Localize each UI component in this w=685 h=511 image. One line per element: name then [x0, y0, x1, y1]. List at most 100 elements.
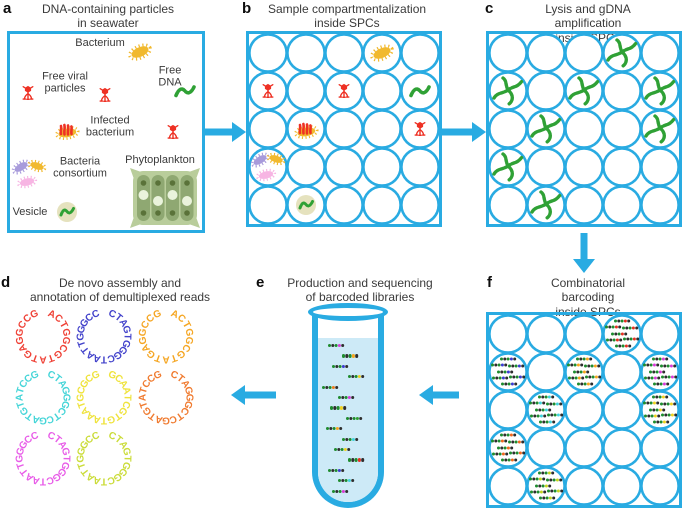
amplified-gdna-icon — [606, 38, 638, 68]
barcoded-fragment — [605, 325, 609, 329]
base-letter: A — [162, 353, 170, 365]
infected-bacterium-icon — [55, 123, 80, 141]
barcoded-fragment — [577, 382, 581, 386]
barcoded-fragment — [539, 496, 543, 500]
bacterium-icon — [128, 43, 152, 61]
amplified-gdna-icon — [568, 76, 600, 106]
base-letter: A — [14, 393, 26, 402]
consortium-icon — [8, 156, 50, 192]
viral-particle-icon — [167, 124, 179, 139]
spc-circle — [489, 315, 528, 354]
barcoded-fragment — [508, 440, 512, 444]
gdna-icon — [641, 112, 679, 146]
barcoded-fragment — [322, 385, 326, 389]
barcoded-fragment — [584, 364, 588, 368]
infected-label: Infected bacterium — [85, 114, 135, 139]
panel-title-b: Sample compartmentalization inside SPCs — [267, 2, 427, 31]
arrow-e-to-d — [231, 384, 276, 406]
barcoded-fragment — [546, 402, 550, 406]
spc-circle — [564, 147, 604, 187]
spc-circle — [249, 34, 288, 73]
barcoded-fragment — [649, 370, 653, 374]
arrow-c-to-f — [573, 233, 595, 273]
spc-circle — [564, 315, 604, 354]
spc-circle — [489, 34, 528, 73]
barcoded-fragment — [573, 370, 577, 374]
barcoded-fragment — [661, 413, 665, 417]
barcoded-fragment — [491, 439, 495, 443]
consortium-icon — [247, 149, 289, 185]
spc-circle — [249, 109, 288, 149]
spc-circle — [324, 34, 364, 73]
spc-circle — [564, 428, 604, 468]
barcoded-fragment — [653, 382, 657, 386]
phage-icon — [97, 87, 113, 104]
panel-label-a: a — [3, 0, 12, 17]
spc-circle — [640, 466, 679, 505]
barcoded-fragment — [546, 478, 550, 482]
barcoded-fragment — [611, 332, 615, 336]
base-letter: T — [100, 353, 108, 365]
spc-circle — [564, 109, 604, 149]
barcoded-fragment — [529, 477, 533, 481]
amplified-gdna-icon — [530, 190, 562, 220]
barcoded-fragment — [643, 401, 647, 405]
spc-circle — [324, 185, 364, 224]
viral-particle-icon — [99, 87, 111, 102]
spc-circle — [640, 147, 679, 187]
free-dna-icon — [409, 85, 431, 98]
infected-bacterium-icon — [294, 122, 319, 140]
phage-icon — [412, 121, 428, 138]
dna-icon — [408, 83, 432, 99]
phage-icon — [260, 83, 276, 100]
barcoded-fragment — [501, 458, 505, 462]
barcoded-fragment — [497, 446, 501, 450]
vesicle-icon — [293, 192, 319, 218]
vesicle-icon — [57, 202, 77, 222]
panel-title-e: Production and sequencing of barcoded li… — [287, 276, 433, 305]
spc-circle — [602, 390, 642, 430]
phage-icon — [165, 124, 181, 141]
spc-grid-f — [486, 312, 682, 508]
barcoded-fragment — [652, 357, 656, 361]
barcoded-library-fragments — [318, 338, 378, 502]
barcoded-fragment — [492, 452, 496, 456]
consortium-label: Bacteria consortium — [53, 155, 107, 180]
spc-circle — [489, 185, 528, 224]
spc-circle — [362, 109, 402, 149]
gdna-icon — [527, 188, 565, 222]
panel-label-b: b — [242, 0, 252, 17]
barcoded-fragment — [547, 413, 551, 417]
infected-icon — [51, 118, 83, 142]
barcoded-fragment — [530, 490, 534, 494]
barcoded-fragment — [614, 319, 618, 323]
amplified-gdna-icon — [492, 76, 524, 106]
barcoded-fragment — [568, 376, 572, 380]
spc-circle — [564, 185, 604, 224]
barcoded-fragment — [530, 414, 534, 418]
barcoded-fragment — [332, 489, 336, 493]
base-letter: T — [100, 475, 108, 487]
viral-particle-icon — [338, 83, 350, 98]
spc-circle — [602, 71, 642, 111]
panel-label-c: c — [485, 0, 494, 17]
spc-circle — [602, 352, 642, 392]
spc-circle — [526, 352, 566, 392]
barcoded-fragment — [500, 357, 504, 361]
barcoded-fragment — [649, 408, 653, 412]
phytoplankton-label: Phytoplankton — [125, 153, 195, 166]
arrow-f-to-e — [419, 384, 459, 406]
spc-circle — [602, 428, 642, 468]
gdna-icon — [489, 74, 527, 108]
barcoded-fragment — [644, 414, 648, 418]
barcoded-fragment — [334, 448, 338, 452]
bacteria-consortium-icon — [11, 159, 47, 189]
viral-particle-icon — [22, 85, 34, 100]
barcoded-fragment — [330, 406, 334, 410]
panel-label-d: d — [1, 274, 11, 291]
bacterium-icon — [364, 40, 400, 66]
panel-title-a: DNA-containing particles in seawater — [41, 2, 175, 31]
viral-particle-icon — [262, 83, 274, 98]
barcoded-fragment — [509, 375, 513, 379]
barcoded-fragment — [501, 382, 505, 386]
